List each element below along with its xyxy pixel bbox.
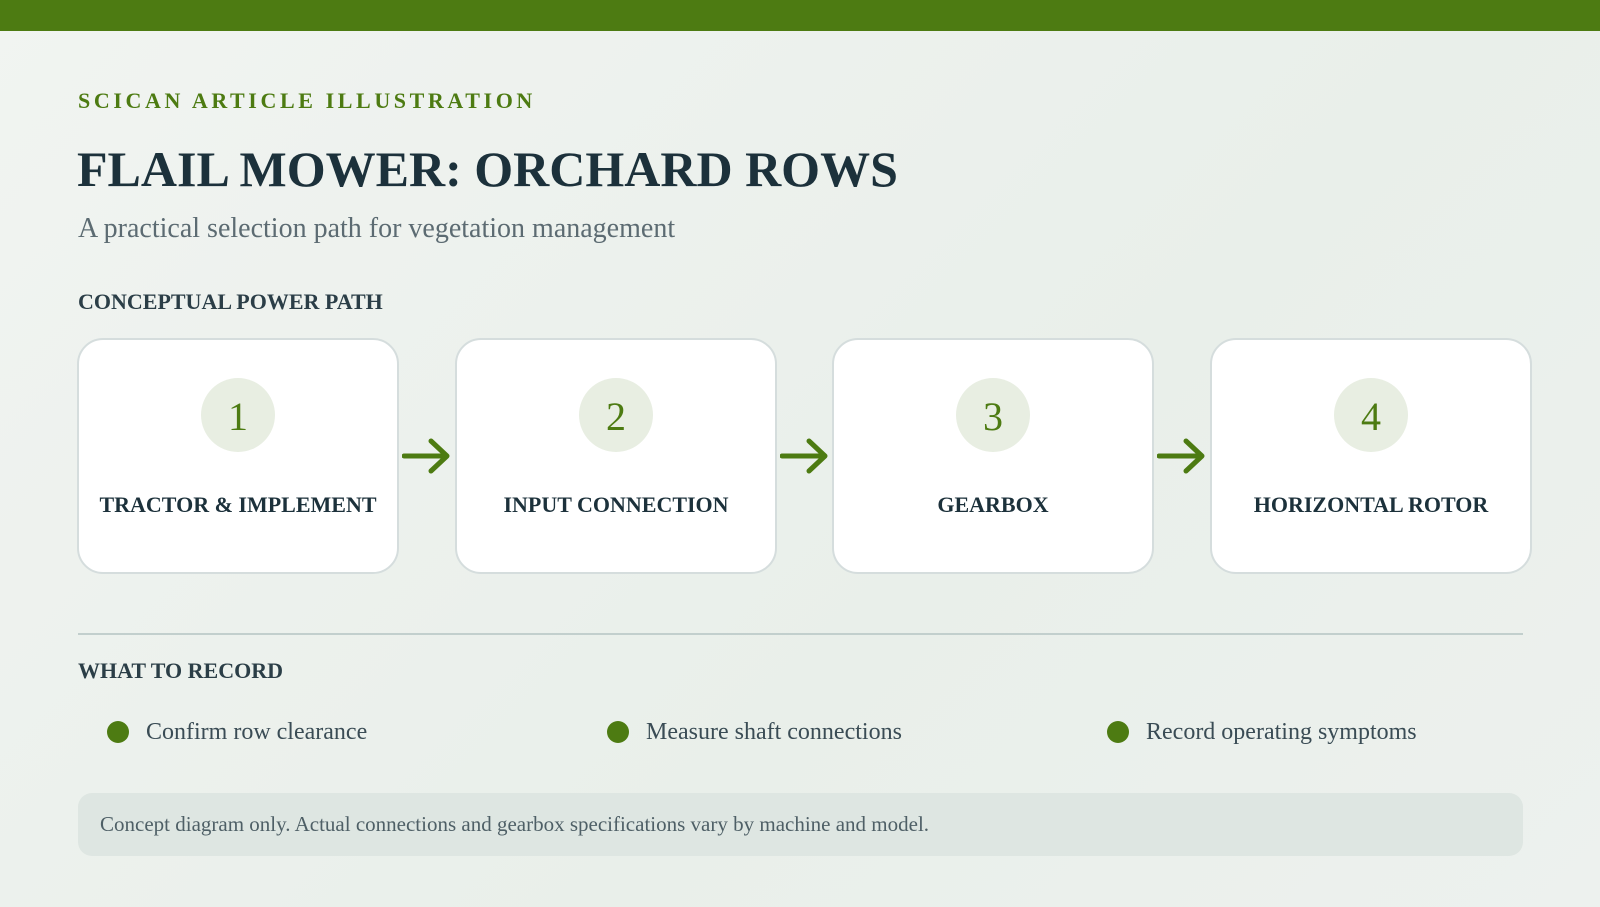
step-number-badge: 3 [956, 378, 1030, 452]
disclaimer-text: Concept diagram only. Actual connections… [100, 812, 930, 836]
page-subtitle: A practical selection path for vegetatio… [78, 213, 676, 244]
step-number-badge: 2 [579, 378, 653, 452]
step-card-tractor-implement: 1 TRACTOR & IMPLEMENT [77, 338, 399, 574]
disclaimer-note: Concept diagram only. Actual connections… [78, 793, 1523, 856]
power-path-diagram: 1 TRACTOR & IMPLEMENT 2 INPUT CONNECTION… [77, 338, 1535, 578]
step-label: INPUT CONNECTION [503, 492, 729, 517]
bullet-dot-icon [1107, 721, 1129, 743]
arrow-right-icon [780, 438, 828, 474]
record-item-text: Record operating symptoms [1146, 718, 1417, 745]
step-number-badge: 1 [201, 378, 275, 452]
kicker: SCICAN ARTICLE ILLUSTRATION [78, 88, 536, 113]
step-label: TRACTOR & IMPLEMENT [99, 492, 377, 517]
arrow-right-icon [1157, 438, 1205, 474]
power-path-heading: CONCEPTUAL POWER PATH [78, 289, 383, 314]
step-card-input-connection: 2 INPUT CONNECTION [455, 338, 777, 574]
bullet-dot-icon [607, 721, 629, 743]
record-item: Record operating symptoms [1107, 717, 1417, 747]
top-accent-bar [0, 0, 1600, 31]
record-item-text: Measure shaft connections [646, 718, 902, 745]
step-number-badge: 4 [1334, 378, 1408, 452]
step-label: HORIZONTAL ROTOR [1253, 492, 1489, 517]
record-heading: WHAT TO RECORD [78, 658, 283, 683]
section-divider [78, 633, 1523, 635]
arrow-right-icon [402, 438, 450, 474]
page-title: FLAIL MOWER: ORCHARD ROWS [77, 141, 898, 197]
bullet-dot-icon [107, 721, 129, 743]
record-item: Confirm row clearance [107, 717, 367, 747]
step-label: GEARBOX [937, 492, 1049, 517]
record-item: Measure shaft connections [607, 717, 902, 747]
record-item-text: Confirm row clearance [146, 718, 368, 745]
step-card-gearbox: 3 GEARBOX [832, 338, 1154, 574]
step-card-horizontal-rotor: 4 HORIZONTAL ROTOR [1210, 338, 1532, 574]
